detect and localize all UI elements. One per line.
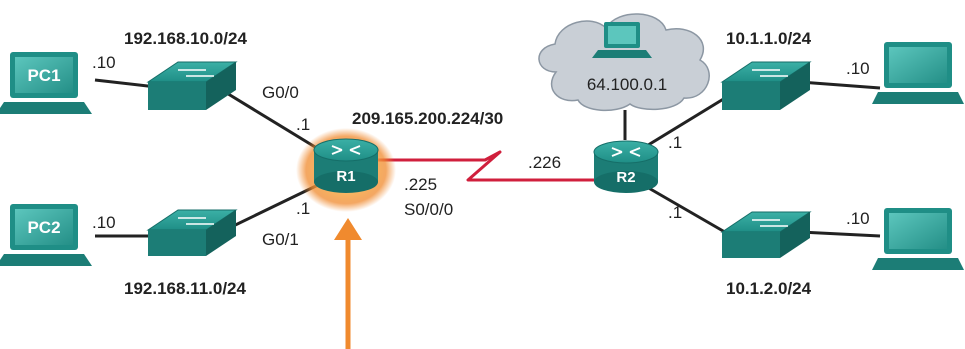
link-switch2-r1 [224,183,319,232]
network-label-r2-lan2: 10.1.2.0/24 [726,279,812,298]
network-label-r2-lan1: 10.1.1.0/24 [726,29,812,48]
cloud-server-icon [592,22,652,58]
switch-r2-lan2 [720,211,812,258]
router-icon [313,138,379,193]
computer-icon [872,42,964,104]
computer-icon [0,52,92,114]
host-label-r2-lan2: .1 [668,203,682,222]
switch-r2-lan1 [720,61,812,110]
switch-lan2 [146,209,238,256]
link-r2-switch4 [639,181,731,237]
link-switch1-r1 [224,90,321,152]
interface-label-s000: S0/0/0 [404,200,453,219]
router-icon [593,140,659,193]
pc1: PC1 [0,52,92,114]
network-label-lan2: 192.168.11.0/24 [124,279,247,298]
switch-icon [146,61,238,110]
host-label-r1-s000: .225 [404,175,437,194]
switch-icon [720,61,812,110]
internet-cloud: 64.100.0.1 [538,13,710,112]
switch-lan1 [146,61,238,110]
host-label-pc1: .10 [92,53,116,72]
pc-r2-lan2 [872,208,964,270]
link-r2-switch3 [639,93,731,152]
host-label-r1-g01: .1 [296,199,310,218]
network-label-wan: 209.165.200.224/30 [352,109,503,128]
interface-label-g01: G0/1 [262,230,299,249]
r2-label: R2 [616,169,635,186]
pc2: PC2 [0,204,92,266]
switch-icon [720,211,812,258]
host-label-r2-lan1: .1 [668,133,682,152]
pc2-label: PC2 [27,218,60,237]
arrow-to-r1 [334,218,362,349]
interface-label-g00: G0/0 [262,83,299,102]
links [94,78,881,238]
serial-link-r1-r2 [378,150,598,182]
pc-r2-lan1 [872,42,964,104]
computer-icon [872,208,964,270]
host-label-r1-g00: .1 [296,115,310,134]
cloud-address: 64.100.0.1 [587,75,667,94]
router-r2: R2 [593,140,659,193]
host-label-r2-s0: .226 [528,153,561,172]
computer-icon [0,204,92,266]
link-switch4-pc [799,230,881,238]
r1-label: R1 [336,168,355,185]
network-label-lan1: 192.168.10.0/24 [124,29,247,48]
host-label-lan1-pc: .10 [846,59,870,78]
router-r1: R1 [296,128,396,212]
host-label-pc2: .10 [92,213,116,232]
host-label-lan2-pc: .10 [846,209,870,228]
switch-icon [146,209,238,256]
link-switch3-pc [799,80,881,90]
pc1-label: PC1 [27,66,60,85]
